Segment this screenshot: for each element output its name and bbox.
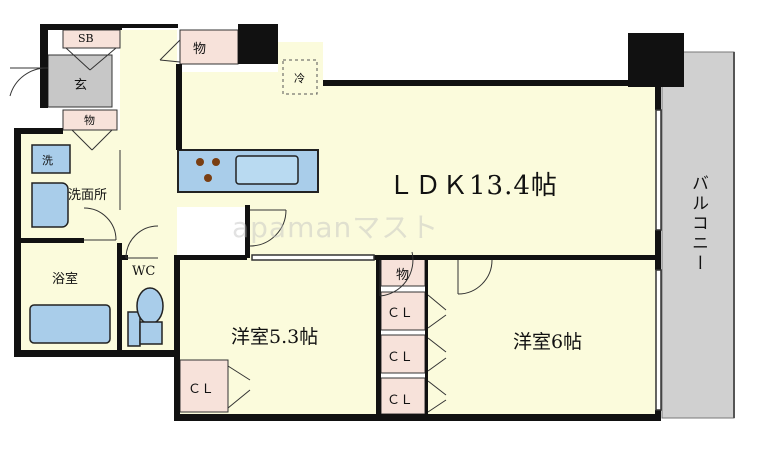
room-label-entrance: 玄 [74,78,88,93]
entrance-floor [47,54,113,108]
door-cl-b1 [427,294,447,329]
bathtub [29,304,111,344]
window-sliding [251,254,375,261]
room-label-balcony: バルコニー [688,174,708,274]
washer-pan [31,144,71,174]
fixture-label-washer: 洗 [42,154,53,167]
storage-label-closet-entrance: 物 [193,42,207,57]
door-western-a [379,251,414,297]
room-label-western-a: 洋室5.3帖 [231,326,319,348]
wall-wc-top [120,255,128,260]
wall-right-lower [655,230,661,270]
storage-label-closet-bedroom: 物 [396,268,410,283]
walls [14,24,684,421]
wall-top-entrance [40,24,122,30]
wall-left [14,128,21,356]
closet-hall-box [62,109,118,131]
stove-burner [212,158,220,166]
storage-label-cl-b3: ＣＬ [387,393,414,408]
doors [9,39,493,413]
hall-floor [120,30,177,258]
floor-areas [20,30,658,415]
door-wc [125,225,159,259]
wall-wc-left [117,243,122,353]
watermark: apamanマスト [232,211,440,244]
stove-burner [204,174,212,182]
wall-ldk-pillar [628,33,684,87]
storage-areas [62,29,426,415]
door-entrance [9,67,49,97]
wall-entrance-left [40,24,48,108]
wall-bedroom-divider [376,255,381,415]
wall-bottom [174,414,661,421]
ldk-floor [177,42,658,258]
door-sb [65,47,117,71]
kitchen-counter [177,149,319,193]
fixture-label-fridge: 冷 [294,72,305,85]
wall-ldk-top [323,80,630,86]
wall-right-upper [655,86,661,110]
storage-label-sb: SB [78,32,94,45]
room-label-ldk: ＬＤＫ13.4帖 [388,171,558,201]
room-label-wc: WC [132,264,156,279]
fridge-space [282,59,318,95]
stove-burner [196,158,204,166]
door-cl-a [227,365,251,409]
balcony-floor [661,51,735,419]
wash-basin [31,182,69,228]
room-label-washroom: 洗面所 [68,188,108,203]
windows [251,109,662,411]
wall-closet-right [425,258,428,414]
wall-counter-stub [245,205,250,258]
wall-top-block [238,24,278,64]
wall-top-hall [120,24,178,28]
room-label-bath: 浴室 [52,272,79,287]
wall-washroom-top [15,128,63,134]
storage-label-cl-b1: ＣＬ [387,306,414,321]
door-cl-b3 [427,380,447,413]
room-label-western-b: 洋室6帖 [513,331,583,353]
door-hall-closet [71,129,113,151]
door-ldk [249,209,287,247]
door-closet-entrance [159,39,181,63]
western-b-floor [425,258,658,415]
wall-bath-top [20,238,84,243]
wall-mid-horizontal-b [374,255,658,260]
storage-label-cl-a: ＣＬ [188,382,215,397]
closet-entrance-box [179,29,239,65]
wall-ldk-left [176,64,182,150]
window-western-b [655,269,662,411]
storage-label-cl-b2: ＣＬ [387,350,414,365]
storage-label-closet-hall: 物 [84,114,95,127]
door-cl-b2 [427,337,447,372]
door-western-b [457,259,493,295]
closet-bedroom-box [380,257,426,287]
window-ldk [655,109,662,231]
door-washroom [83,207,117,241]
wall-bottom-left [14,350,178,357]
wall-mid-horizontal-a [177,255,247,260]
cl-a-box [179,359,229,413]
wall-inner-left [174,255,180,420]
toilet [127,287,164,347]
kitchen-sink [235,155,299,185]
